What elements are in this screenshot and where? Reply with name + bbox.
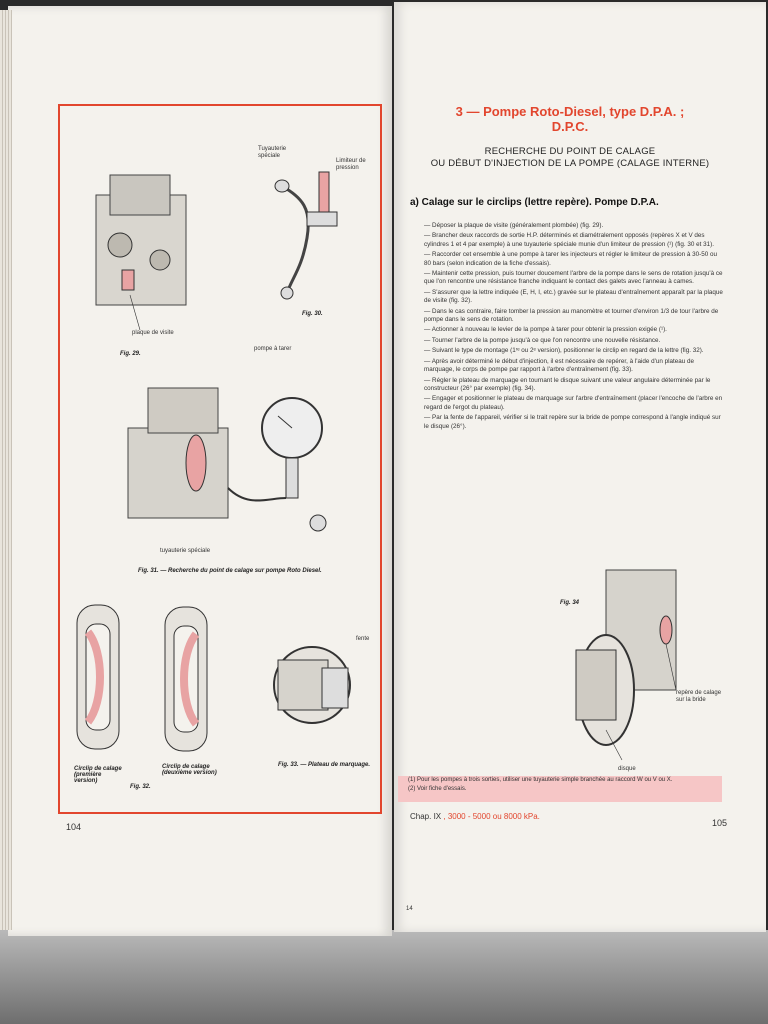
subtitle-line-1: RECHERCHE DU POINT DE CALAGE — [484, 146, 656, 157]
fig31-illustration — [127, 387, 327, 532]
caption-circlip-2: Circlip de calage (deuxième version) — [162, 764, 217, 776]
left-page-number: 104 — [66, 822, 82, 832]
chapter-marker: Chap. IX , 3000 - 5000 ou 8000 kPa. — [410, 812, 540, 821]
paragraph: — Après avoir déterminé le début d'injec… — [424, 357, 694, 374]
caption-fig31: Fig. 31. — Recherche du point de calage … — [138, 568, 322, 574]
label-tuyauterie-speciale-bottom: tuyauterie spéciale — [160, 548, 211, 554]
paragraph: — Engager et positionner le plateau de m… — [424, 395, 723, 411]
label-fente: fente — [356, 636, 370, 642]
label-plaque-de-visite: plaque de visite — [132, 330, 174, 336]
footnotes: (1) Pour les pompes à trois sorties, uti… — [398, 776, 722, 802]
paragraph: — Actionner à nouveau le levier de la po… — [424, 326, 667, 334]
page-subtitle: RECHERCHE DU POINT DE CALAGE OU DÉBUT D'… — [430, 146, 710, 170]
chapter-label: Chap. IX — [410, 812, 442, 821]
chapter-note: , 3000 - 5000 ou 8000 kPa. — [443, 812, 540, 821]
label-tuyauterie-speciale: Tuyauterie spéciale — [258, 146, 287, 159]
paragraph: — Tourner l'arbre de la pompe jusqu'à ce… — [424, 336, 661, 344]
label-disque: disque — [618, 766, 636, 772]
fig32-illustration-2 — [164, 606, 208, 752]
paragraph: — Par la fente de l'appareil, vérifier s… — [424, 414, 721, 430]
page-stack-edge — [0, 10, 12, 930]
label-limiteur: Limiteur de pression — [336, 158, 366, 171]
fig34-illustration — [575, 569, 677, 761]
label-repere-de-calage: repère de calage sur la bride — [676, 690, 722, 703]
fig32-illustration-1 — [76, 604, 120, 750]
caption-fig30: Fig. 30. — [302, 311, 323, 317]
background-table — [0, 930, 768, 1024]
small-mark: 14 — [406, 906, 413, 912]
body-text: — Déposer la plaque de visite (généralem… — [424, 222, 724, 433]
paragraph: — Maintenir cette pression, puis tourner… — [424, 270, 723, 286]
fig30-illustration — [274, 171, 338, 300]
page-title: 3 — Pompe Roto-Diesel, type D.P.A. ; D.P… — [455, 104, 685, 134]
figure-frame — [58, 104, 382, 814]
paragraph: — Régler le plateau de marquage en tourn… — [424, 376, 711, 392]
fig33-illustration — [273, 646, 351, 724]
fig29-illustration — [95, 174, 187, 331]
caption-fig32: Fig. 32. — [130, 784, 151, 790]
subtitle-line-2: OU DÉBUT D'INJECTION DE LA POMPE (CALAGE… — [430, 158, 710, 169]
caption-fig33: Fig. 33. — Plateau de marquage. — [278, 762, 371, 768]
paragraph: — Raccorder cet ensemble à une pompe à t… — [424, 251, 717, 267]
caption-circlip-1: Circlip de calage (première version) — [74, 766, 122, 784]
paragraph: — Dans le cas contraire, faire tomber la… — [424, 307, 719, 324]
label-pompe-a-tarer: pompe à tarer — [254, 346, 292, 352]
paragraph: — S'assurer que la lettre indiquée (E, H… — [424, 288, 723, 305]
section-heading: a) Calage sur le circlips (lettre repère… — [410, 197, 659, 208]
paragraph: — Déposer la plaque de visite (généralem… — [424, 222, 604, 229]
caption-fig34: Fig. 34 — [560, 600, 580, 606]
paragraph: — Suivant le type de montage (1ʳᵉ ou 2ᵉ … — [424, 347, 704, 355]
footnote-1: (1) Pour les pompes à trois sorties, uti… — [408, 777, 673, 783]
paragraph: — Brancher deux raccords de sortie H.P. … — [424, 232, 714, 248]
footnote-2: (2) Voir fiche d'essais. — [408, 786, 467, 792]
right-page-number: 105 — [712, 818, 728, 828]
caption-fig29: Fig. 29. — [120, 351, 141, 357]
